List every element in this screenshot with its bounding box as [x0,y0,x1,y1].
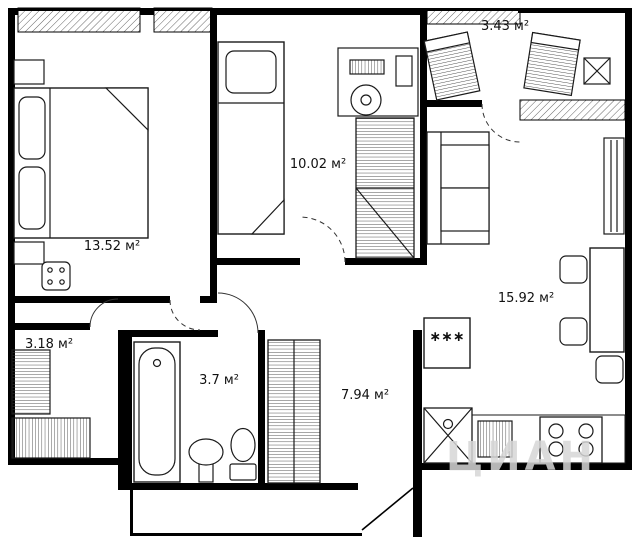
shelving-icon [11,417,91,459]
wardrobe-icon [355,117,415,259]
dish-rack-icon [477,420,513,458]
watermark: ЦИАН [446,434,597,480]
walls [8,8,632,537]
stove-icon [539,416,603,464]
nightstand-icon [13,59,45,85]
stool-icon [41,261,71,291]
double-bed-icon [13,87,149,239]
window-bedroom [17,7,141,33]
sofa-icon [426,131,490,245]
area-label-hallway: 7.94 м² [341,388,389,403]
chair-icon [595,355,624,384]
bathroom-door-swing [217,292,259,334]
room-labels: 13.52 м² 10.02 м² 3.43 м² 15.92 м² 3.18 … [25,19,554,403]
bathtub-icon [133,341,181,483]
bench-icon [13,241,45,265]
balcony-parapet-window [519,99,626,121]
chair-icon [559,317,588,346]
storage-door-swing [89,298,119,328]
hall-wardrobe-icon [267,339,321,484]
fridge-glyph: ∗∗∗ [429,329,464,345]
balcony-door-swing [481,103,521,143]
radiator-icon [603,137,625,235]
keyboard-icon [349,59,385,75]
wash-basin-icon [188,438,224,483]
window-bedroom-2 [153,7,213,33]
area-label-bedroom: 13.52 м² [84,239,140,254]
lounge-chair-icon [523,31,581,97]
chair-icon [559,255,588,284]
area-label-children-room: 10.02 м² [290,157,346,172]
lounge-chair-icon [423,31,481,101]
entrance-door-leaf [361,487,414,531]
shelving-icon [11,349,51,415]
single-bed-icon [217,41,285,235]
dining-table-icon [589,247,625,353]
sink-unit-icon [423,407,473,464]
fridge-icon: ∗∗∗ [423,317,471,369]
area-label-kitchen-living: 15.92 м² [498,291,554,306]
side-table-icon [583,57,611,85]
toilet-icon [229,427,257,481]
doors [89,103,521,531]
area-label-bathroom: 3.7 м² [199,373,239,388]
furniture: ∗∗∗ [11,31,626,484]
office-chair-icon [350,84,382,116]
area-label-balcony: 3.43 м² [481,19,529,34]
monitor-icon [395,55,413,87]
area-label-storage: 3.18 м² [25,337,73,352]
